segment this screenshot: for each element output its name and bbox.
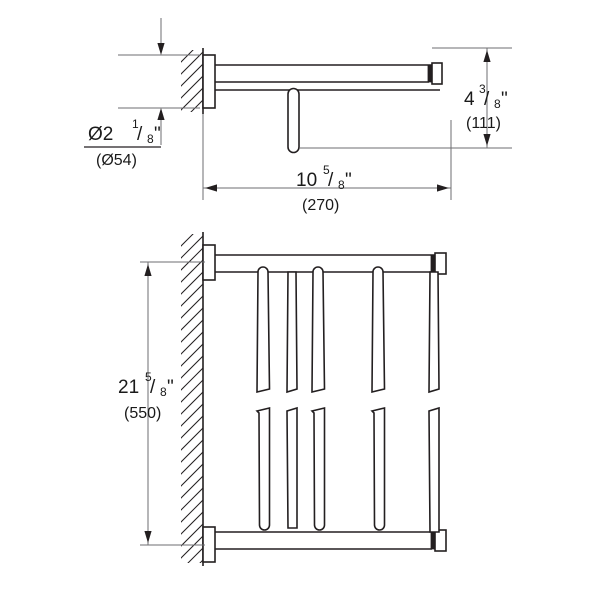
height-dim-whole: 4: [464, 89, 475, 110]
proj-arrow-left: [205, 184, 217, 192]
dia-dim-frac-den: 8: [147, 132, 154, 146]
rung-5: [428, 271, 440, 533]
proj-dim-suffix: ": [345, 170, 352, 191]
rung-2-upper: [286, 271, 298, 394]
top-view-dimensions: Ø2 1 / 8 " (Ø54) 4 3 / 8 " (111) 10 5 / …: [84, 18, 512, 214]
top-view: [181, 48, 443, 154]
dia-arrow-upper: [157, 43, 165, 55]
rung-3-lower: [310, 406, 326, 531]
proj-dim-frac-slash: /: [328, 170, 334, 191]
wall-hatch-bottom: [181, 234, 203, 563]
dia-arrow-lower: [157, 108, 165, 120]
height-dim-frac-slash: /: [484, 89, 490, 110]
bottom-view-dimensions: 21 5 / 8 " (550): [118, 261, 205, 546]
proj-dim-metric: (270): [302, 197, 339, 214]
rung-4-lower: [370, 406, 386, 531]
profile-rung: [287, 87, 300, 154]
width-dim-frac-num: 5: [145, 370, 152, 384]
wall-flange-top: [202, 54, 216, 109]
lower-rail-endcap: [434, 529, 447, 552]
proj-arrow-right: [437, 184, 449, 192]
width-dim-suffix: ": [167, 377, 174, 398]
height-dim-frac-den: 8: [494, 97, 501, 111]
proj-dim-whole: 10: [296, 170, 317, 191]
upper-rail-endcap: [434, 252, 447, 275]
width-arrow-top: [144, 264, 152, 276]
rung-2-lower: [286, 406, 298, 529]
proj-dim-frac-num: 5: [323, 163, 330, 177]
dia-dim-frac-slash: /: [137, 124, 143, 145]
width-arrow-bottom: [144, 531, 152, 543]
rung-3-upper: [311, 266, 326, 394]
dia-dim-value: Ø2: [88, 124, 113, 145]
upper-bar-endcap: [431, 62, 443, 85]
bottom-view: [181, 232, 447, 566]
rung-5-lower: [428, 406, 440, 533]
rung-5-upper: [428, 271, 440, 394]
rung-2: [286, 271, 298, 529]
rung-4-upper: [371, 266, 386, 394]
rung-1: [255, 266, 271, 531]
rung-1-upper: [256, 266, 271, 394]
dia-dim-suffix: ": [154, 124, 161, 145]
dia-dim-frac-num: 1: [132, 117, 139, 131]
width-dim-frac-slash: /: [150, 377, 156, 398]
rung-3: [310, 266, 326, 531]
dia-dim-metric: (Ø54): [96, 152, 137, 169]
rung-4: [370, 266, 386, 531]
width-dim-whole: 21: [118, 377, 139, 398]
rung-1-lower: [255, 406, 271, 531]
height-dim-metric: (111): [466, 115, 501, 132]
height-arrow-bottom: [483, 134, 491, 146]
height-dim-frac-num: 3: [479, 82, 486, 96]
width-dim-metric: (550): [124, 405, 161, 422]
height-dim-suffix: ": [501, 89, 508, 110]
height-arrow-top: [483, 50, 491, 62]
proj-dim-frac-den: 8: [338, 178, 345, 192]
width-dim-frac-den: 8: [160, 385, 167, 399]
